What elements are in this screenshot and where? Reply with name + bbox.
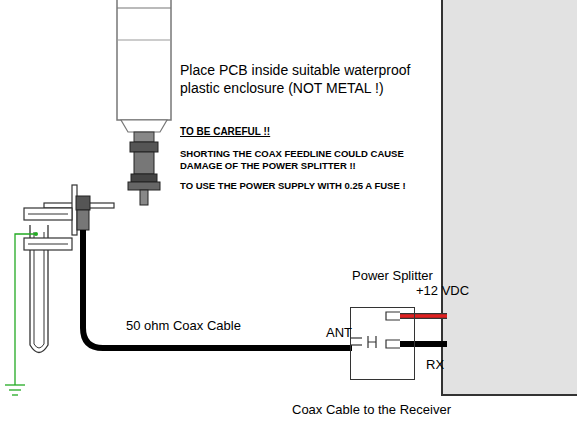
port-label: ANT	[326, 325, 352, 341]
supply-label: +12 VDC	[416, 283, 469, 299]
enclosure-note: Place PCB inside suitable waterproof pla…	[180, 62, 438, 97]
warning-note: SHORTING THE COAX FEEDLINE COULD CAUSE D…	[180, 148, 438, 172]
port-label: RX	[426, 357, 444, 373]
warning-heading: TO BE CAREFUL !!	[180, 126, 270, 139]
cable-label: Coax Cable to the Receiver	[292, 402, 451, 418]
cable-label: 50 ohm Coax Cable	[126, 318, 241, 334]
node-heading: Power Splitter	[352, 268, 438, 283]
splitter-body	[350, 307, 415, 380]
fuse-note: TO USE THE POWER SUPPLY WITH 0.25 A FUSE…	[180, 180, 438, 192]
